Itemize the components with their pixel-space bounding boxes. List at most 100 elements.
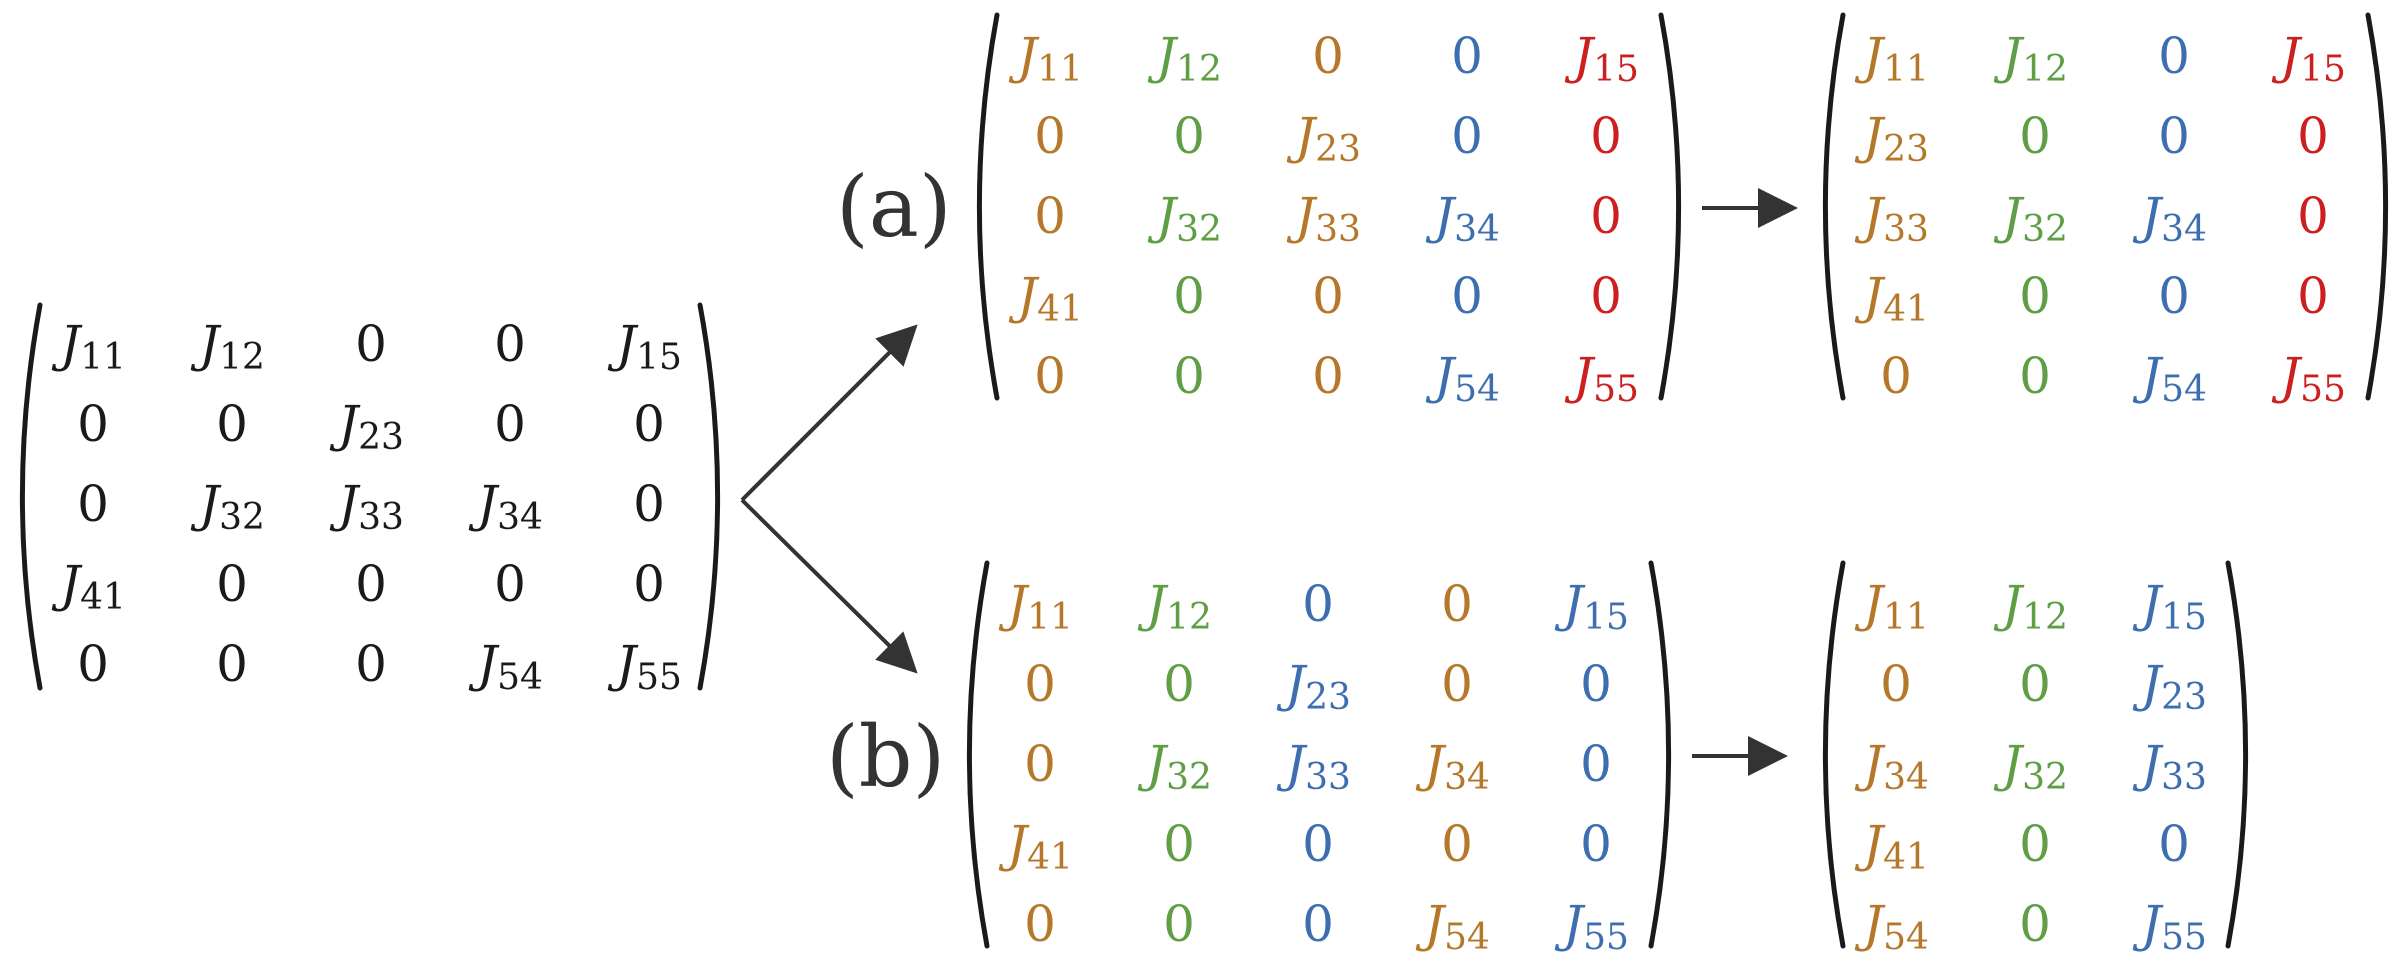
cell-symbol: J: [1008, 27, 1040, 85]
matrix-cell: J32: [1993, 187, 2068, 250]
cell-subscript: 32: [1176, 209, 1222, 250]
matrix-cell: J54: [1425, 347, 1500, 410]
cell-symbol: 0: [1590, 107, 1622, 165]
cell-subscript: 41: [1883, 289, 1929, 330]
left-bracket: [19, 302, 43, 691]
cell-symbol: J: [1993, 27, 2025, 85]
cell-subscript: 33: [1883, 209, 1929, 250]
matrix-cell: J41: [1854, 815, 1929, 878]
matrix-cell: 0: [2158, 27, 2190, 85]
cell-subscript: 41: [1883, 837, 1929, 878]
cell-symbol: J: [1854, 107, 1886, 165]
matrix-cell: J34: [1415, 735, 1490, 798]
cell-symbol: J: [1854, 267, 1886, 325]
matrix-cell: J41: [998, 815, 1073, 878]
matrix-cell: 0: [633, 475, 665, 533]
right-bracket: [697, 302, 721, 691]
matrix-cell: J34: [468, 475, 543, 538]
cell-subscript: 11: [1027, 597, 1073, 638]
cell-symbol: J: [1276, 735, 1308, 793]
cell-subscript: 12: [2022, 49, 2068, 90]
cell-symbol: J: [1854, 735, 1886, 793]
cell-subscript: 15: [2300, 49, 2346, 90]
cell-symbol: J: [1854, 815, 1886, 873]
cell-symbol: J: [1415, 735, 1447, 793]
cell-symbol: 0: [2158, 27, 2190, 85]
cell-symbol: J: [51, 315, 83, 373]
matrix-cell: J55: [1554, 895, 1629, 958]
cell-symbol: 0: [633, 555, 665, 613]
cell-symbol: 0: [2019, 815, 2051, 873]
cell-symbol: 0: [216, 635, 248, 693]
cell-subscript: 41: [80, 577, 126, 618]
matrix-cell: 0: [633, 555, 665, 613]
cell-symbol: J: [329, 395, 361, 453]
cell-symbol: 0: [494, 555, 526, 613]
cell-symbol: J: [1854, 187, 1886, 245]
matrix-cell: J32: [190, 475, 265, 538]
cell-subscript: 12: [1166, 597, 1212, 638]
cell-symbol: 0: [1302, 895, 1334, 953]
cell-subscript: 55: [1583, 917, 1629, 958]
cell-symbol: 0: [1024, 895, 1056, 953]
cell-symbol: 0: [1034, 347, 1066, 405]
cell-symbol: 0: [1580, 735, 1612, 793]
cell-symbol: 0: [1451, 107, 1483, 165]
matrix-cell: 0: [494, 555, 526, 613]
matrix-cell: J23: [329, 395, 404, 458]
cell-symbol: 0: [1580, 655, 1612, 713]
matrix-cell: 0: [1590, 107, 1622, 165]
cell-subscript: 23: [1305, 677, 1351, 718]
cell-symbol: J: [1008, 267, 1040, 325]
cell-subscript: 34: [1454, 209, 1500, 250]
cell-subscript: 34: [1883, 757, 1929, 798]
matrix-cell: 0: [2019, 655, 2051, 713]
cell-subscript: 15: [1593, 49, 1639, 90]
cell-subscript: 12: [1176, 49, 1222, 90]
matrix-cell: 0: [1312, 267, 1344, 325]
matrix-cell: J41: [1854, 267, 1929, 330]
cell-subscript: 33: [1305, 757, 1351, 798]
cell-subscript: 23: [358, 417, 404, 458]
matrix-cell: 0: [77, 475, 109, 533]
cell-symbol: J: [998, 575, 1030, 633]
matrix-cell: 0: [1451, 267, 1483, 325]
cell-symbol: 0: [77, 635, 109, 693]
matrix-cell: 0: [1173, 347, 1205, 405]
matrix-cell: 0: [1173, 107, 1205, 165]
matrix-cell: J54: [1854, 895, 1929, 958]
cell-symbol: J: [2132, 735, 2164, 793]
cell-symbol: J: [1993, 187, 2025, 245]
matrix-cell: 0: [1302, 575, 1334, 633]
cell-subscript: 32: [1166, 757, 1212, 798]
cell-subscript: 54: [1454, 369, 1500, 410]
matrix-cell: J33: [2132, 735, 2207, 798]
cell-symbol: J: [607, 635, 639, 693]
matrix-cell: 0: [2019, 267, 2051, 325]
cell-symbol: 0: [2019, 347, 2051, 405]
matrix-cell: J32: [1993, 735, 2068, 798]
matrix-cell: 0: [355, 315, 387, 373]
cell-symbol: J: [2132, 655, 2164, 713]
matrix-cell: J55: [2132, 895, 2207, 958]
matrix-cell: J34: [1425, 187, 1500, 250]
cell-subscript: 55: [2300, 369, 2346, 410]
matrix-cell: 0: [1024, 735, 1056, 793]
matrix-cell: 0: [216, 395, 248, 453]
matrix-cell: 0: [494, 395, 526, 453]
cell-subscript: 41: [1027, 837, 1073, 878]
matrix-cell: J41: [1008, 267, 1083, 330]
cell-symbol: J: [1286, 107, 1318, 165]
cell-symbol: J: [607, 315, 639, 373]
cell-subscript: 11: [1883, 49, 1929, 90]
matrix-cell: 0: [2019, 347, 2051, 405]
cell-symbol: 0: [1024, 735, 1056, 793]
cell-symbol: J: [1564, 27, 1596, 85]
cell-subscript: 54: [2161, 369, 2207, 410]
cell-symbol: 0: [2158, 107, 2190, 165]
cell-subscript: 55: [1593, 369, 1639, 410]
right-bracket: [2365, 12, 2389, 401]
cell-symbol: 0: [1880, 347, 1912, 405]
